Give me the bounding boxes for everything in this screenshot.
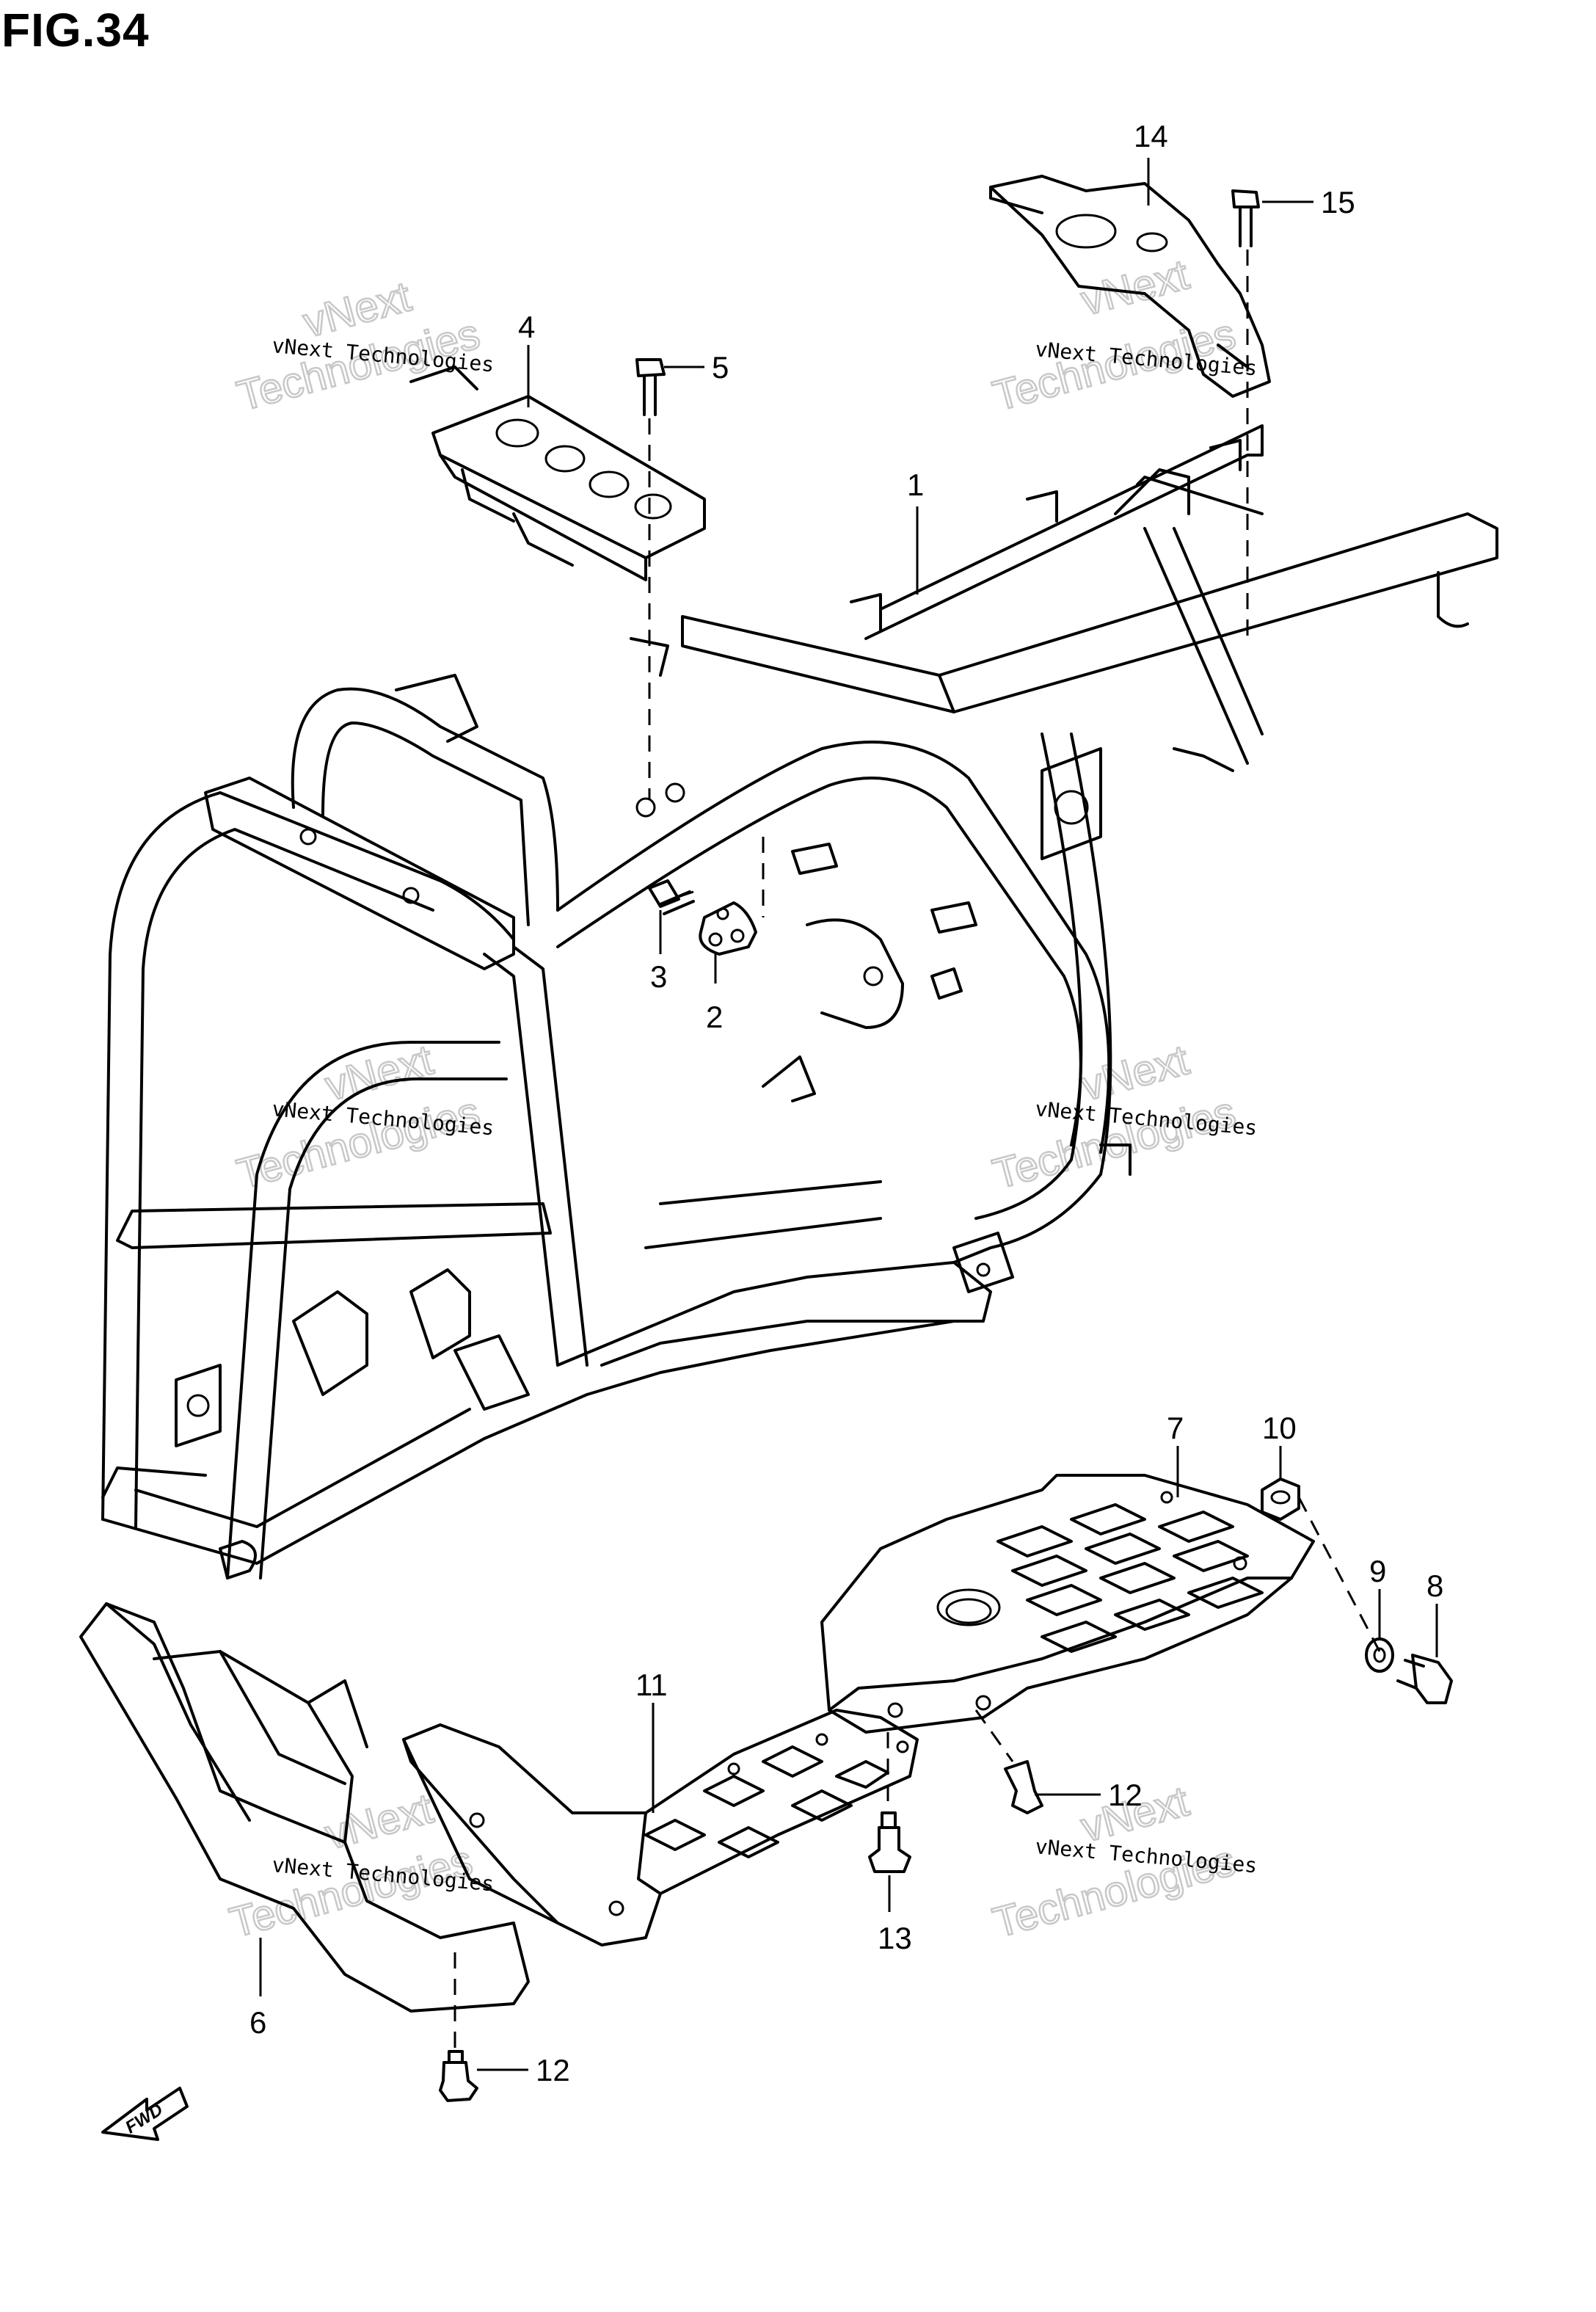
callout-1: 1 xyxy=(907,468,924,502)
bolt-part-12a xyxy=(1004,1760,1043,1814)
bolt-part-8 xyxy=(1396,1654,1453,1704)
bumper-part-6 xyxy=(79,1602,530,2013)
bolt-part-15 xyxy=(1231,189,1260,247)
figure-title: FIG.34 xyxy=(1,4,150,57)
callout-4: 4 xyxy=(518,310,535,344)
assembly-lines xyxy=(453,250,1381,2051)
bolt-part-3 xyxy=(648,879,695,915)
svg-text:FWD: FWD xyxy=(122,2100,167,2138)
callout-2: 2 xyxy=(706,1000,723,1034)
callout-6: 6 xyxy=(249,2005,266,2040)
callout-12a: 12 xyxy=(1108,1778,1143,1812)
skid-plate-part-7 xyxy=(820,1474,1315,1734)
skid-plate-part-11 xyxy=(402,1709,919,1946)
callout-15: 15 xyxy=(1321,185,1355,219)
svg-text:vNext: vNext xyxy=(321,1784,438,1858)
bolt-part-13 xyxy=(868,1811,911,1873)
callout-7: 7 xyxy=(1167,1411,1184,1445)
svg-text:vNext: vNext xyxy=(1076,1036,1194,1110)
watermark-1: vNext Technologies vNext Technologies xyxy=(231,272,495,421)
svg-text:vNext: vNext xyxy=(321,1036,438,1110)
watermark-2: vNext Technologies vNext Technologies xyxy=(987,250,1258,421)
callout-5: 5 xyxy=(712,350,729,385)
bolt-part-5 xyxy=(635,358,666,416)
bracket-part-14 xyxy=(989,175,1271,398)
callout-8: 8 xyxy=(1426,1568,1443,1603)
callout-11: 11 xyxy=(635,1668,668,1702)
callout-13: 13 xyxy=(878,1921,912,1955)
watermark-3: vNext Technologies vNext Technologies xyxy=(231,1035,495,1199)
watermark-4: vNext Technologies vNext Technologies xyxy=(987,1035,1258,1199)
bracket-part-4 xyxy=(409,366,706,581)
washer-part-9 xyxy=(1365,1637,1394,1673)
callout-10: 10 xyxy=(1262,1411,1297,1445)
callout-12b: 12 xyxy=(536,2053,570,2087)
bolt-part-12b xyxy=(439,2050,478,2102)
callout-9: 9 xyxy=(1369,1554,1386,1588)
frame-part-1 xyxy=(101,424,1498,1579)
plate-part-2 xyxy=(699,901,757,956)
callout-14: 14 xyxy=(1134,119,1168,153)
callout-3: 3 xyxy=(650,959,667,994)
fwd-arrow-icon: FWD xyxy=(101,2087,189,2141)
nut-part-10 xyxy=(1261,1477,1300,1521)
leader-lines xyxy=(259,158,1438,2071)
